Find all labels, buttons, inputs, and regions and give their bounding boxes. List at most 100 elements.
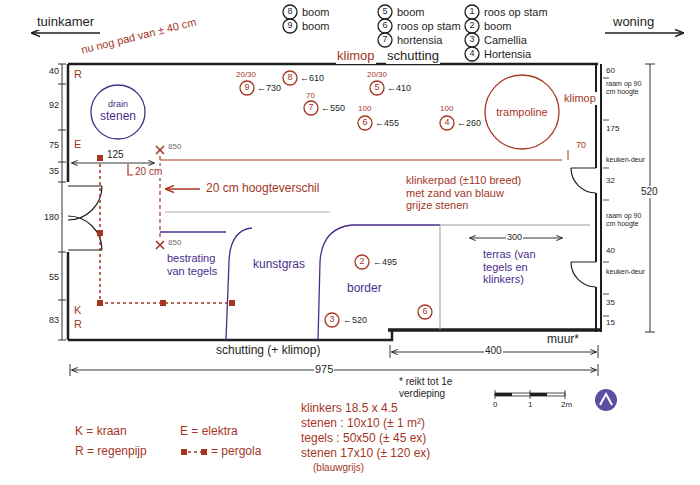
dimension: 35: [40, 166, 60, 176]
plant-size: 20/30: [366, 70, 388, 79]
dimension: 75: [40, 140, 60, 150]
node-text: 8: [287, 73, 292, 83]
pergola-post: [97, 300, 103, 306]
direction-arrow: [32, 32, 100, 33]
scale-number: 1: [527, 400, 533, 409]
path-edge: [160, 160, 562, 161]
plant-key: 1roos op stam: [464, 4, 480, 20]
node-outline: [418, 305, 432, 319]
plant-key: 6roos op stam: [377, 18, 393, 34]
plant-key: 5boom: [377, 4, 393, 20]
plant-name: boom: [302, 6, 330, 18]
dimension: 975: [314, 363, 334, 376]
pergola-sample: [201, 449, 207, 455]
legend-item: K = kraan: [75, 425, 127, 439]
window-note: raam op 90 cm hoogte: [605, 212, 643, 228]
material-note: (blauwgrijs): [312, 462, 365, 474]
plant-circle: 8: [282, 70, 298, 86]
symbol-letter: K: [73, 304, 82, 317]
plant-distance: ←550: [320, 103, 346, 113]
node-outline: [465, 5, 479, 19]
legend-text: E = elektra: [180, 425, 238, 439]
dimension: 92: [40, 100, 60, 110]
plant-circle: 3: [324, 312, 340, 328]
plant-name: hortensia: [397, 34, 442, 46]
node-text: drain: [108, 100, 128, 110]
node-text: 6: [362, 118, 367, 128]
area-name: kunstgras: [252, 258, 306, 272]
trampoline-circle: trampoline: [484, 74, 560, 150]
node-outline: [370, 81, 384, 95]
plant-key: 3Camellia: [464, 32, 480, 48]
logo: [600, 394, 612, 405]
level: 850: [167, 142, 182, 151]
plant-circle: 7: [303, 100, 319, 116]
level: 850: [167, 238, 182, 247]
plant-note: klimop: [563, 92, 597, 105]
dimension: 300: [506, 232, 523, 242]
logo: [595, 389, 617, 411]
node-outline: [358, 116, 372, 130]
node-outline: [378, 19, 392, 33]
plant-note: klimop: [336, 49, 376, 64]
legend-item: R = regenpijp: [75, 445, 147, 459]
node-text: 4: [469, 49, 474, 59]
dimension: 125: [106, 149, 125, 161]
node-text: 6: [422, 307, 427, 317]
pergola-post: [160, 300, 166, 306]
node-outline: [378, 5, 392, 19]
plant-size: 100: [357, 104, 372, 113]
dimension: 175: [605, 124, 620, 133]
symbol-letter: E: [73, 138, 82, 151]
dimension: 40: [40, 66, 60, 76]
node-text: 6: [382, 21, 387, 31]
boundary-name: muur*: [546, 333, 580, 347]
node-outline: [485, 75, 559, 149]
plant-circle: 5: [369, 80, 385, 96]
door-symbol: [571, 168, 596, 287]
fence-line: [68, 63, 598, 66]
dimension: 55: [40, 272, 60, 282]
door-symbol: [68, 186, 102, 250]
plant-size: 100: [439, 104, 454, 113]
direction-arrow: [605, 32, 683, 33]
scale-number: 2m: [560, 400, 573, 409]
plant-distance: ←520: [342, 315, 368, 325]
node-outline: [465, 47, 479, 61]
node-text: 9: [287, 21, 292, 31]
dimension-bracket: [128, 164, 133, 175]
node-text: 9: [244, 83, 249, 93]
fence-line: [68, 330, 392, 340]
plant-name: roos op stam: [397, 20, 461, 32]
dimension-tick: [568, 150, 569, 160]
material-note: tegels : 50x50 (± 45 ex): [300, 432, 427, 446]
legend-text: K = kraan: [75, 425, 127, 439]
material-note: klinkers 18.5 x 4.5: [300, 402, 399, 416]
node-text: 7: [382, 35, 387, 45]
plant-name: boom: [302, 20, 330, 32]
dimension: 40: [605, 246, 616, 255]
plant-size: 20/30: [235, 70, 257, 79]
scale-number: 0: [492, 400, 498, 409]
legend-text: = pergola: [211, 445, 261, 459]
node-outline: [355, 255, 369, 269]
symbol-letter: R: [73, 68, 83, 81]
plant-key: 2boom: [464, 18, 480, 34]
plant-distance: ←410: [386, 83, 412, 93]
plant-circle: 4: [439, 115, 455, 131]
dimension-line: [645, 64, 655, 332]
window-note: raam op 90 cm hoogte: [605, 80, 643, 96]
dimension: 83: [40, 315, 60, 325]
area-edge: [165, 212, 330, 213]
pergola-sample: [181, 449, 187, 455]
node-outline: [283, 5, 297, 19]
dimension: 20 cm: [134, 166, 163, 178]
plant-distance: ←495: [372, 257, 398, 267]
plant-circle: 2: [354, 254, 370, 270]
door-note: keuken-deur: [605, 156, 647, 164]
pergola-line: [100, 158, 232, 303]
node-text: 5: [382, 7, 387, 17]
node-outline: [325, 313, 339, 327]
note: nu nog pad van ± 40 cm: [79, 15, 198, 56]
symbol-letter: R: [73, 318, 83, 331]
